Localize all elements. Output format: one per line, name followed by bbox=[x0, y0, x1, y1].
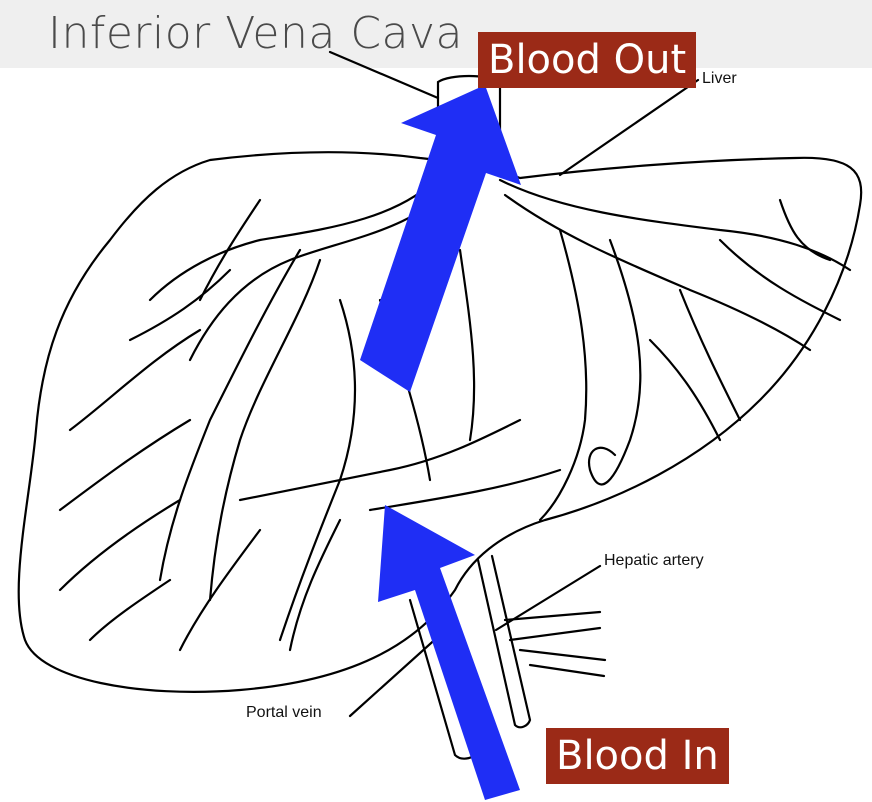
hepatic-artery-label: Hepatic artery bbox=[604, 552, 704, 570]
portal-vein-label: Portal vein bbox=[246, 704, 322, 722]
blood-in-label: Blood In bbox=[546, 728, 729, 784]
liver-pointer bbox=[560, 80, 698, 175]
blood-out-arrow bbox=[360, 85, 521, 392]
liver-label: Liver bbox=[702, 70, 737, 88]
blood-out-arrow-shape bbox=[360, 85, 521, 392]
vena-cava-pointer bbox=[330, 52, 438, 98]
blood-out-label: Blood Out bbox=[478, 32, 696, 88]
hepatic-artery-vessel bbox=[478, 556, 605, 727]
